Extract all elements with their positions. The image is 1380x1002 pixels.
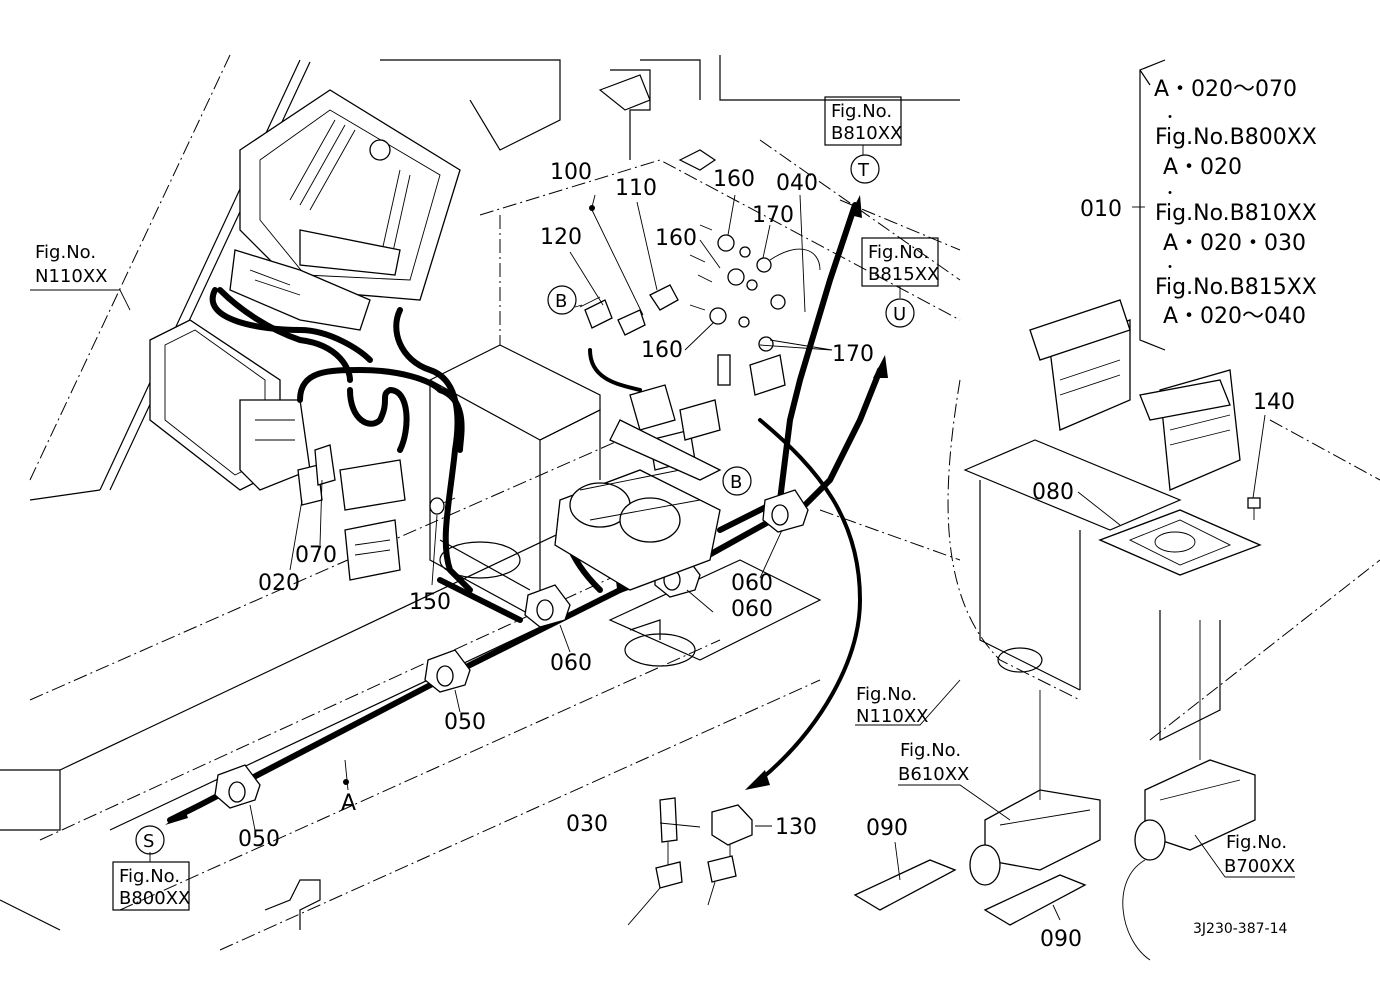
right-subassembly (853, 299, 1380, 961)
fig-ref-prefix: Fig.No. (856, 684, 917, 705)
callout-100: 100 (550, 160, 592, 185)
fig-ref-prefix: Fig.No. (831, 101, 892, 122)
callout-160: 160 (713, 167, 755, 192)
callout-050: 050 (444, 710, 486, 735)
terminal-studs (689, 224, 821, 352)
control-box-left (149, 319, 311, 491)
callout-090: 090 (1040, 927, 1082, 952)
callout-010: 010 (1080, 197, 1122, 222)
note-line: Fig.No.B810XX (1155, 201, 1317, 226)
fig-ref-number: B815XX (868, 264, 939, 285)
fig-ref-n110-right: Fig.No. N110XX (856, 684, 928, 727)
callout-120: 120 (540, 225, 582, 250)
callout-070: 070 (295, 543, 337, 568)
callout-130: 130 (775, 815, 817, 840)
clamp-050-mid (424, 649, 471, 693)
sensor-020-070 (297, 444, 406, 581)
note-line: ・ (1163, 110, 1177, 126)
callout-170: 170 (832, 342, 874, 367)
callout-080: 080 (1032, 480, 1074, 505)
note-line: ・ (1163, 186, 1177, 202)
callout-060: 060 (550, 651, 592, 676)
callout-assembly-a: A (341, 791, 356, 816)
marker-label: B (555, 291, 567, 312)
ecu-module (229, 89, 461, 331)
fig-ref-number: B700XX (1224, 856, 1295, 877)
callout-050: 050 (238, 827, 280, 852)
marker-b-lower: B (722, 466, 752, 496)
fig-ref-b815: Fig.No. B815XX (861, 237, 939, 298)
fig-ref-prefix: Fig.No. (1226, 832, 1287, 853)
note-line: A・020～070 (1154, 77, 1297, 102)
callout-160: 160 (655, 226, 697, 251)
note-line: A・020～040 (1163, 304, 1306, 329)
callout-110: 110 (615, 176, 657, 201)
fig-ref-number: B800XX (119, 888, 190, 909)
marker-label: T (857, 160, 870, 181)
marker-s: S (135, 825, 165, 855)
note-line: A・020・030 (1163, 231, 1306, 256)
note-line: A・020 (1163, 155, 1242, 180)
fig-ref-number: N110XX (856, 706, 928, 727)
relay-connectors (609, 354, 786, 481)
marker-label: S (143, 831, 154, 852)
callout-140: 140 (1253, 390, 1295, 415)
fig-ref-prefix: Fig.No. (900, 740, 961, 761)
callout-030: 030 (566, 812, 608, 837)
fig-ref-number: B810XX (831, 123, 902, 144)
note-line: Fig.No.B800XX (1155, 125, 1317, 150)
drawing-code: 3J230-387-14 (1193, 921, 1287, 937)
callout-150: 150 (409, 590, 451, 615)
fig-ref-prefix: Fig.No. (35, 242, 96, 263)
note-line: ・ (1163, 260, 1177, 276)
part-callouts: 010 020 030 040 050 050 060 060 060 070 … (238, 160, 1295, 952)
marker-label: B (730, 472, 742, 493)
assembly-note: A・020～070 ・ Fig.No.B800XX A・020 ・ Fig.No… (1154, 77, 1317, 329)
callout-020: 020 (258, 571, 300, 596)
fuse-holders (584, 284, 679, 336)
fig-ref-number: N110XX (35, 266, 107, 287)
note-line: Fig.No.B815XX (1155, 275, 1317, 300)
fig-ref-b610: Fig.No. B610XX (898, 740, 969, 785)
fig-ref-number: B610XX (898, 764, 969, 785)
clamps (214, 489, 809, 809)
marker-b-upper: B (547, 285, 577, 315)
clamp-050-left (214, 764, 261, 809)
marker-label: U (893, 304, 906, 325)
callout-040: 040 (776, 171, 818, 196)
clamp-060-a (524, 584, 571, 628)
connector-housing-center (554, 469, 721, 591)
fig-ref-prefix: Fig.No. (868, 242, 929, 263)
callout-060: 060 (731, 597, 773, 622)
fig-ref-prefix: Fig.No. (119, 866, 180, 887)
detail-parts-030-130 (627, 797, 753, 926)
fig-ref-n110-left: Fig.No. N110XX (35, 242, 107, 287)
marker-t: T (850, 154, 880, 184)
clamp-060-c (762, 489, 809, 533)
marker-u: U (885, 298, 915, 328)
bolt-150 (429, 497, 456, 515)
callout-060: 060 (731, 571, 773, 596)
callout-090: 090 (866, 816, 908, 841)
fig-ref-b810: Fig.No. B810XX (824, 96, 902, 155)
callout-160: 160 (641, 338, 683, 363)
callout-170: 170 (752, 203, 794, 228)
leader-lines (30, 59, 1295, 921)
fig-ref-b800: Fig.No. B800XX (112, 852, 190, 911)
fig-ref-b700: Fig.No. B700XX (1224, 832, 1295, 877)
